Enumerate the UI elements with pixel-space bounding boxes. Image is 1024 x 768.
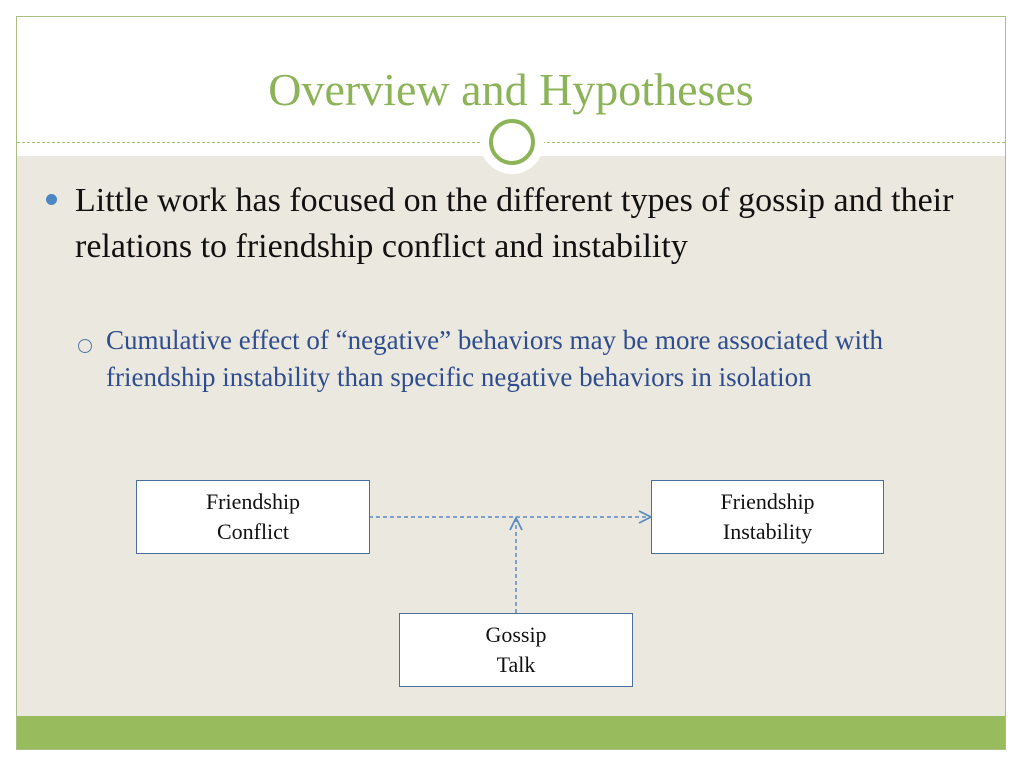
node-gossip-talk: Gossip Talk xyxy=(399,613,633,687)
slide-title: Overview and Hypotheses xyxy=(268,64,754,115)
footer-bar xyxy=(17,716,1005,749)
sub-bullet-text: Cumulative effect of “negative” behavior… xyxy=(106,325,883,392)
node-label-line2: Conflict xyxy=(216,519,290,544)
circle-ornament-icon xyxy=(489,119,535,165)
node-label-line2: Instability xyxy=(722,519,813,544)
node-label-line1: Friendship xyxy=(205,489,301,514)
node-friendship-conflict: Friendship Conflict xyxy=(136,480,370,554)
node-label-line1: Friendship xyxy=(720,489,815,514)
bullet-text: Little work has focused on the different… xyxy=(75,182,954,265)
node-label-line2: Talk xyxy=(496,652,536,677)
node-label-line1: Gossip xyxy=(485,622,547,647)
node-friendship-instability: Friendship Instability xyxy=(651,480,884,554)
hollow-circle-bullet-icon xyxy=(78,339,92,353)
bullet-dot-icon xyxy=(46,194,57,205)
